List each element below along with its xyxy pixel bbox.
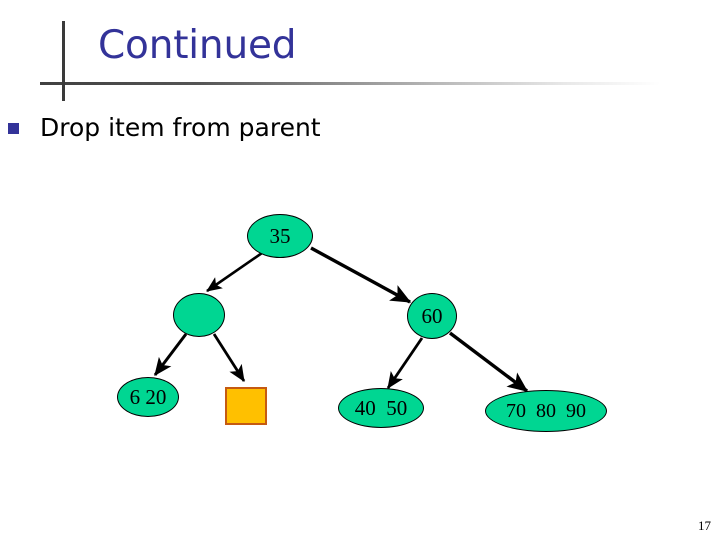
- square-bullet-icon: [8, 122, 19, 134]
- tree-node-6-20[interactable]: 6 20: [117, 377, 179, 417]
- tree-node-removed-placeholder[interactable]: [225, 387, 267, 425]
- bullet-list-item: Drop item from parent: [8, 112, 321, 144]
- tree-node-40-50[interactable]: 40 50: [338, 388, 424, 428]
- tree-node-60[interactable]: 60: [407, 293, 457, 339]
- tree-node-empty-left-inner[interactable]: [173, 293, 225, 337]
- tree-node-35[interactable]: 35: [247, 214, 313, 258]
- edge-right-inner-to-leaf-c: [448, 331, 529, 393]
- edge-right-inner-to-leaf-b: [386, 337, 424, 389]
- page-number: 17: [698, 518, 711, 533]
- slide-header: Continued: [0, 0, 720, 110]
- title-accent-bar: [62, 21, 65, 101]
- title-underline-rule: [40, 82, 680, 85]
- edge-root-to-left-inner: [206, 251, 263, 293]
- tree-node-70-80-90[interactable]: 70 80 90: [485, 390, 607, 432]
- edge-left-inner-to-leaf-removed: [212, 333, 246, 382]
- bullet-item-label: Drop item from parent: [40, 113, 321, 142]
- edge-root-to-right-inner: [310, 246, 412, 304]
- edge-left-inner-to-leaf-a: [153, 333, 188, 376]
- page-title: Continued: [98, 23, 297, 68]
